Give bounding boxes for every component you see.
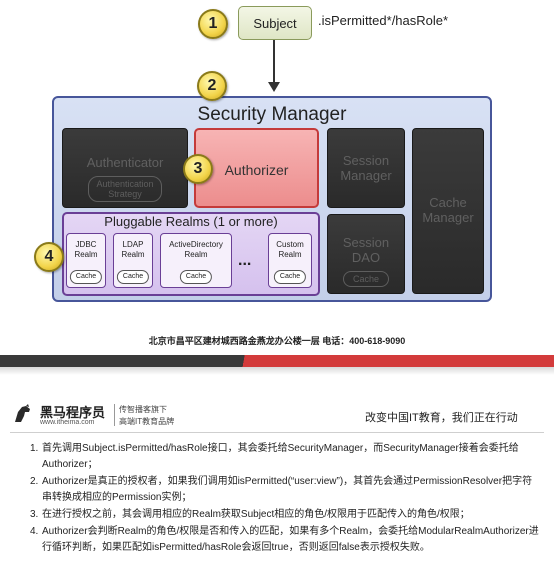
realm-custom: Custom Realm Cache [268,233,312,288]
header-divider [10,432,544,433]
brand-url: www.itheima.com [40,419,95,426]
cache-manager-label: Cache Manager [422,195,474,225]
notes-list: 1. 首先调用Subject.isPermitted/hasRole接口，其会委… [30,441,542,557]
authenticator-label: Authenticator [86,155,164,170]
realm-ldap-type: Realm [121,250,145,259]
realm-ldap-name: LDAP [122,240,144,249]
note-number: 3. [30,509,39,520]
realm-jdbc: JDBC Realm Cache [66,233,106,288]
realm-custom-cache: Cache [273,270,307,284]
brand-tagline-1: 传智播客旗下 [119,405,167,414]
realm-active-directory-type: Realm [184,250,208,259]
step-1-badge: 1 [198,9,228,39]
note-item: 2. Authorizer是真正的授权者，如果我们调用如isPermitted(… [30,474,542,506]
note-text: 首先调用Subject.isPermitted/hasRole接口，其会委托给S… [42,443,519,470]
authorizer-box [194,128,319,208]
brand-slogan: 改变中国IT教育，我们正在行动 [365,412,518,424]
step-4-badge: 4 [34,242,64,272]
session-dao-label: Session DAO [342,235,390,265]
step-3-badge: 3 [183,154,213,184]
realm-jdbc-cache: Cache [69,270,103,284]
realm-ldap-cache: Cache [116,270,150,284]
realm-jdbc-name: JDBC [75,240,97,249]
realm-ldap: LDAP Realm Cache [113,233,153,288]
realm-active-directory-name: ActiveDirectory [169,240,223,249]
realm-custom-name: Custom [276,240,304,249]
note-text: 在进行授权之前，其会调用相应的Realm获取Subject相应的角色/权限用于匹… [42,509,470,520]
authenticator-box: Authenticator Authentication Strategy [62,128,188,208]
security-manager-title: Security Manager [197,104,347,125]
address-text: 北京市昌平区建材城西路金燕龙办公楼一层 电话：400-618-9090 [148,336,406,346]
realm-active-directory: ActiveDirectory Realm Cache [160,233,232,288]
horse-logo-icon [15,404,30,422]
banner-shadow [0,367,554,375]
session-manager-label: Session Manager [340,153,392,183]
authentication-strategy-pill: Authentication Strategy [88,176,162,202]
note-item: 1. 首先调用Subject.isPermitted/hasRole接口，其会委… [30,441,542,473]
note-number: 2. [30,476,39,487]
subject-label: Subject [253,15,297,31]
note-item: 3. 在进行授权之前，其会调用相应的Realm获取Subject相应的角色/权限… [30,507,542,523]
note-number: 4. [30,526,39,537]
authorizer-label: Authorizer [224,162,289,178]
cache-manager-box: Cache Manager [412,128,484,294]
realms-ellipsis: ... [238,252,252,269]
subject-call-label: .isPermitted*/hasRole* [318,13,449,28]
call-arrow-line [273,40,275,84]
pluggable-realms-title: Pluggable Realms (1 or more) [104,214,278,229]
brand-divider [114,404,115,426]
realm-jdbc-type: Realm [74,250,98,259]
realm-custom-type: Realm [278,250,302,259]
step-2-badge: 2 [197,71,227,101]
session-dao-cache-pill: Cache [343,271,389,287]
session-manager-box: Session Manager [327,128,405,208]
note-item: 4. Authorizer会判断Realm的角色/权限是否和传入的匹配，如果有多… [30,524,542,556]
note-text: Authorizer是真正的授权者，如果我们调用如isPermitted(“us… [42,476,533,503]
brand-name: 黑马程序员 [40,405,106,420]
session-dao-box: Session DAO Cache [327,214,405,294]
call-arrow-head [268,82,280,92]
note-text: Authorizer会判断Realm的角色/权限是否和传入的匹配，如果有多个Re… [42,526,539,553]
brand-tagline-2: 高端IT教育品牌 [119,417,175,426]
banner-stripe [0,355,554,367]
realm-active-directory-cache: Cache [179,270,213,284]
note-number: 1. [30,443,39,454]
subject-box: Subject [238,6,312,40]
